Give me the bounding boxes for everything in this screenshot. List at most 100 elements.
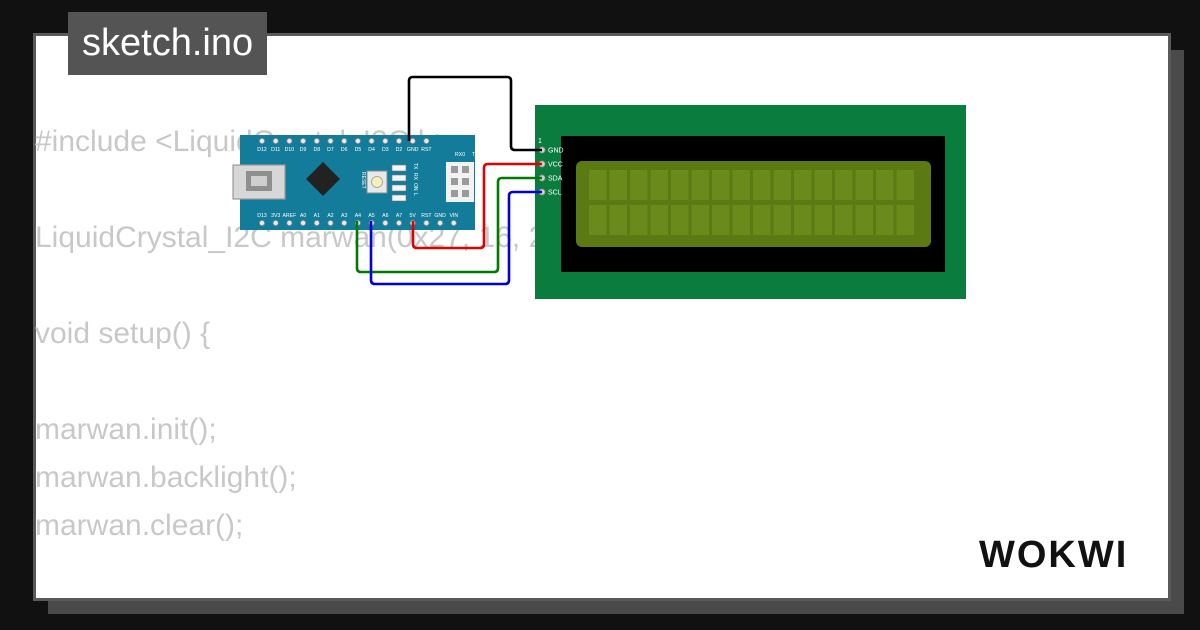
- pin-d12[interactable]: [258, 137, 265, 144]
- lcd-cell: [650, 170, 668, 200]
- pin-a0[interactable]: [300, 219, 307, 226]
- pin-a1[interactable]: [313, 219, 320, 226]
- led-label-l: L: [412, 193, 418, 196]
- pin-label: AREF: [282, 213, 296, 219]
- lcd-cell: [855, 205, 873, 235]
- lcd-cell: [589, 170, 607, 200]
- lcd-cell: [691, 170, 709, 200]
- lcd-cell: [835, 170, 853, 200]
- pin-label: A7: [396, 213, 402, 219]
- lcd-cell: [794, 170, 812, 200]
- wokwi-wordmark: WOKWI: [979, 534, 1128, 576]
- pin-label: A1: [314, 213, 320, 219]
- pin-aref[interactable]: [286, 219, 293, 226]
- pin-label: D12: [257, 147, 267, 153]
- pin-label: A3: [341, 213, 347, 219]
- pin-gnd[interactable]: [437, 219, 444, 226]
- pin-label: A0: [300, 213, 306, 219]
- pin-d6[interactable]: [341, 137, 348, 144]
- led-rx: [391, 174, 407, 182]
- wire-vcc[interactable]: [411, 162, 542, 250]
- wire-sda[interactable]: [355, 176, 542, 274]
- pin-label: D13: [257, 213, 267, 219]
- pin-label: RST: [421, 147, 432, 153]
- pin-d13[interactable]: [258, 219, 265, 226]
- usb-port-inner: [251, 176, 267, 186]
- pin-d8[interactable]: [313, 137, 320, 144]
- lcd-cell: [896, 205, 914, 235]
- lcd-cell: [794, 205, 812, 235]
- wire-scl[interactable]: [369, 190, 542, 286]
- pin-label: D6: [341, 147, 348, 153]
- lcd-pin-label: SDA: [548, 176, 563, 183]
- lcd-character-cells: [589, 170, 914, 235]
- icsp-pin: [451, 190, 458, 197]
- pin-3v3[interactable]: [272, 219, 279, 226]
- pin-label: D5: [355, 147, 362, 153]
- lcd-cell: [589, 205, 607, 235]
- lcd-cell: [814, 170, 832, 200]
- pin-d5[interactable]: [354, 137, 361, 144]
- lcd-cell: [671, 205, 689, 235]
- pin-d2[interactable]: [395, 137, 402, 144]
- led-label-rx: RX: [412, 173, 418, 181]
- lcd-cell: [630, 205, 648, 235]
- pin-a6[interactable]: [382, 219, 389, 226]
- pin-label: D10: [285, 147, 295, 153]
- lcd-cell: [732, 205, 750, 235]
- pin-rst[interactable]: [423, 137, 430, 144]
- pin-label: D9: [300, 147, 307, 153]
- pin-d9[interactable]: [300, 137, 307, 144]
- wires: [355, 75, 542, 286]
- icsp-pin: [462, 190, 469, 197]
- pin-d3[interactable]: [382, 137, 389, 144]
- code-line: marwan.init();: [35, 413, 217, 446]
- lcd-cell: [814, 205, 832, 235]
- pin-vin[interactable]: [450, 219, 457, 226]
- lcd-cell: [753, 205, 771, 235]
- lcd-pin-label: GND: [548, 148, 564, 155]
- lcd-cell: [712, 205, 730, 235]
- pin-label: VIN: [449, 213, 458, 219]
- pin-a3[interactable]: [341, 219, 348, 226]
- pin-d10[interactable]: [286, 137, 293, 144]
- pin-rst[interactable]: [423, 219, 430, 226]
- led-tx: [391, 164, 407, 172]
- pin-d11[interactable]: [272, 137, 279, 144]
- pin-d4[interactable]: [368, 137, 375, 144]
- pin-label: RST: [421, 213, 432, 219]
- status-leds: TX RX ON L: [391, 163, 418, 202]
- pin-a2[interactable]: [327, 219, 334, 226]
- lcd-pin-label: SCL: [548, 190, 562, 197]
- lcd-cell: [732, 170, 750, 200]
- filename-tag: sketch.ino: [68, 12, 268, 75]
- pin-gnd[interactable]: [409, 137, 416, 144]
- code-line: void setup() {: [35, 317, 211, 350]
- code-line: marwan.backlight();: [35, 461, 297, 494]
- lcd-cell: [650, 205, 668, 235]
- pin-label: D8: [313, 147, 320, 153]
- pin-label: 3V3: [271, 213, 280, 219]
- lcd-cell: [896, 170, 914, 200]
- pin-label: D11: [271, 147, 280, 153]
- lcd-cell: [835, 205, 853, 235]
- lcd-pin1-marker: 1: [538, 138, 542, 145]
- led-l: [391, 194, 407, 202]
- pin-label: A4: [355, 213, 361, 219]
- pin-a7[interactable]: [395, 219, 402, 226]
- wokwi-logo: WOKWI: [979, 534, 1128, 576]
- lcd-cell: [712, 170, 730, 200]
- led-on: [391, 184, 407, 192]
- pin-d7[interactable]: [327, 137, 334, 144]
- icsp-pin: [451, 178, 458, 185]
- lcd-cell: [630, 170, 648, 200]
- pin-label: A6: [382, 213, 388, 219]
- lcd-cell: [609, 170, 627, 200]
- lcd-cell: [671, 170, 689, 200]
- wire-gnd[interactable]: [407, 75, 542, 152]
- icsp-pin: [462, 166, 469, 173]
